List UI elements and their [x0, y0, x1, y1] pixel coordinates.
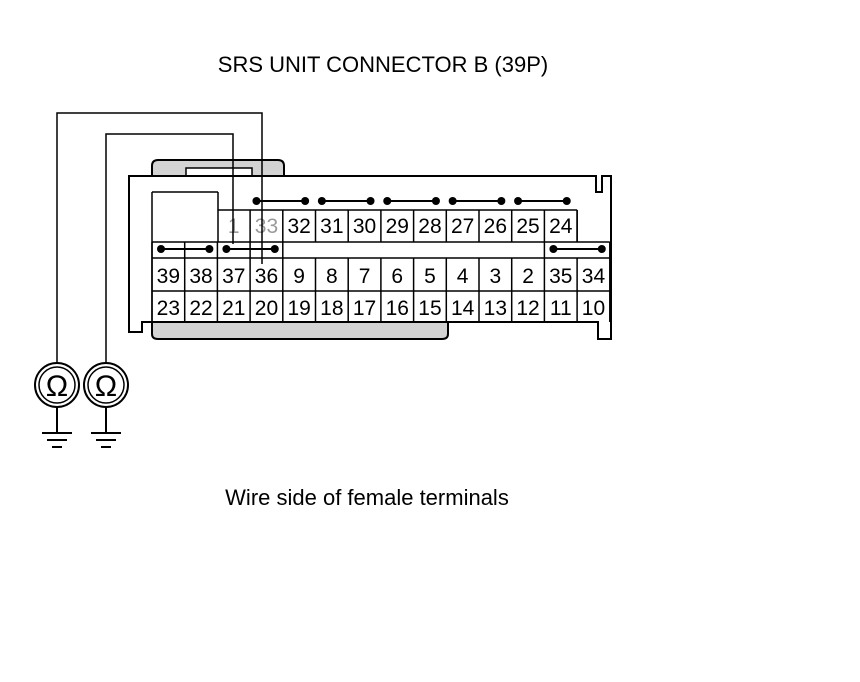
shorting-bar-end [301, 197, 310, 205]
pin-label: 35 [549, 265, 572, 288]
pin-label: 19 [287, 297, 310, 320]
ohmmeter-icon: Ω [34, 362, 80, 408]
shorting-bar-end [562, 197, 571, 205]
pin-label: 18 [320, 297, 343, 320]
diagram-title: SRS UNIT CONNECTOR B (39P) [217, 52, 549, 77]
terminal-grid [151, 191, 611, 322]
shorting-bar-end [514, 197, 523, 205]
pin-label: 6 [391, 265, 403, 288]
ground-icon [42, 407, 72, 448]
pin-label: 23 [157, 297, 180, 320]
pin-label: 29 [386, 215, 409, 238]
pin-label: 8 [326, 265, 338, 288]
shorting-bar-end [222, 245, 231, 253]
shorting-bar-end [205, 245, 214, 253]
pin-label: 26 [484, 215, 507, 238]
pin-label: 34 [582, 265, 606, 288]
shorting-bar-end [448, 197, 457, 205]
ground-icon [91, 407, 121, 448]
pin-label: 16 [386, 297, 409, 320]
pin-label: 28 [418, 215, 441, 238]
test-lead-2 [105, 133, 234, 363]
pin-label: 20 [255, 297, 278, 320]
shorting-bar-end [497, 197, 506, 205]
pin-label: 32 [287, 215, 310, 238]
pin-label: 37 [222, 265, 245, 288]
connector-lock-slot [185, 167, 253, 177]
pin-label: 21 [222, 297, 245, 320]
pin-label: 3 [490, 265, 502, 288]
pin-label: 2 [522, 265, 534, 288]
ohmmeter-icon: Ω [83, 362, 129, 408]
shorting-bar-end [366, 197, 375, 205]
shorting-bar-end [270, 245, 279, 253]
pin-label: 25 [516, 215, 539, 238]
pin-label: 22 [189, 297, 212, 320]
shorting-bars [157, 197, 606, 253]
pin-label: 10 [582, 297, 605, 320]
svg-text:Ω: Ω [46, 370, 68, 403]
svg-text:Ω: Ω [95, 370, 117, 403]
shorting-bar-end [157, 245, 165, 253]
pin-label: 14 [451, 297, 475, 320]
shorting-bar-end [383, 197, 392, 205]
connector-bottom-skirt [151, 321, 449, 340]
shorting-bar-end [252, 197, 261, 205]
pin-label: 11 [550, 297, 572, 320]
test-wires [56, 112, 263, 363]
pin-label: 27 [451, 215, 474, 238]
pin-label: 36 [255, 265, 278, 288]
test-lead-1 [56, 112, 263, 363]
pin-label: 15 [418, 297, 441, 320]
pin-label: 13 [484, 297, 507, 320]
diagram-caption: Wire side of female terminals [225, 485, 509, 510]
pin-label: 39 [157, 265, 180, 288]
shorting-bar-end [549, 245, 558, 253]
pin-label: 38 [189, 265, 212, 288]
pin-label: 12 [516, 297, 539, 320]
pin-label: 17 [353, 297, 376, 320]
pin-label: 5 [424, 265, 436, 288]
pin-label: 9 [293, 265, 305, 288]
pin-label: 33 [255, 215, 278, 238]
pin-label: 24 [549, 215, 573, 238]
pin-label: 31 [320, 215, 343, 238]
pin-label: 4 [457, 265, 469, 288]
shorting-bar-end [597, 245, 606, 253]
pin-label: 7 [359, 265, 371, 288]
shorting-bar-end [431, 197, 440, 205]
pin-label: 30 [353, 215, 376, 238]
shorting-bar-end [317, 197, 326, 205]
